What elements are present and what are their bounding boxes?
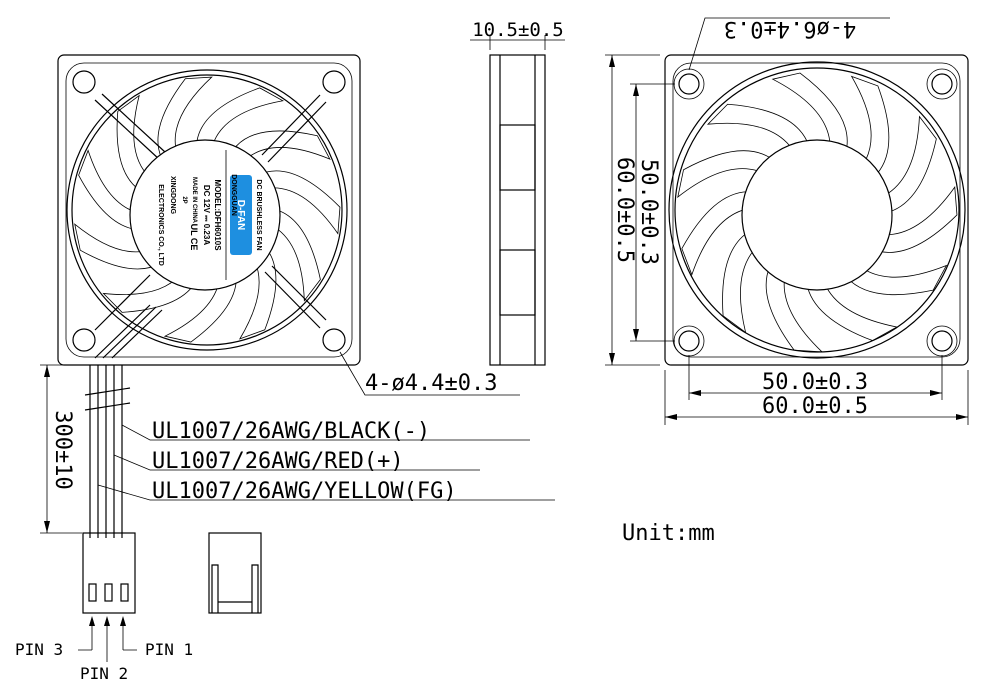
fan-blade xyxy=(78,149,141,231)
fan-blade xyxy=(722,231,756,334)
pin-1-label: PIN 1 xyxy=(145,640,193,659)
thickness-dim: 10.5±0.5 xyxy=(472,19,564,41)
front-view: D-FAN MODEL:DFH6010S DC 12V ⎓ 0.23A MADE… xyxy=(57,54,361,366)
mount-hole xyxy=(72,70,96,94)
hub xyxy=(741,139,893,291)
brand-logo xyxy=(230,175,252,255)
svg-text:DC BRUSHLESS FAN: DC BRUSHLESS FAN xyxy=(255,179,262,250)
fan-blade xyxy=(74,223,162,270)
fan-blade xyxy=(102,274,198,313)
cable-length-dim: 300±10 xyxy=(50,410,75,489)
svg-text:DC 12V ⎓ 0.23A: DC 12V ⎓ 0.23A xyxy=(202,185,211,245)
front-frame-inner xyxy=(65,62,353,358)
svg-text:XINGDONG: XINGDONG xyxy=(169,176,176,215)
wire-exit xyxy=(94,304,163,359)
hole-spacing-h-dim: 50.0±0.3 xyxy=(762,370,868,395)
mount-hole xyxy=(322,70,346,94)
mount-hole xyxy=(72,328,96,352)
svg-text:ELECTRONICS CO., LTD: ELECTRONICS CO., LTD xyxy=(157,184,164,266)
svg-text:D-FAN: D-FAN xyxy=(235,200,246,231)
fan-blade xyxy=(116,94,148,191)
hole-spacing-v-dim: 50.0±0.3 xyxy=(636,159,661,265)
fan-blade xyxy=(235,130,331,160)
fan-blade xyxy=(265,170,341,235)
pin-2-label: PIN 2 xyxy=(80,664,128,683)
wire-label-yellow: UL1007/26AWG/YELLOW(FG) xyxy=(152,479,457,504)
rear-view: 4-ø6.4±0.3 4-ø4.4±0.3 60.0±0.5 50.0±0.3 … xyxy=(339,16,969,425)
fan-blade xyxy=(771,72,848,148)
wire-label-red: UL1007/26AWG/RED(+) xyxy=(152,449,404,474)
front-hole-dim: 4-ø6.4±0.3 xyxy=(724,16,856,41)
unit-label: Unit:mm xyxy=(622,521,715,546)
fan-blades xyxy=(677,72,958,353)
fan-blade xyxy=(846,264,948,296)
fan-blade xyxy=(196,87,285,142)
svg-text:2P: 2P xyxy=(181,196,187,203)
mount-hole xyxy=(322,328,346,352)
frame-struts xyxy=(94,93,327,331)
frame-height-dim: 60.0±0.5 xyxy=(612,157,637,263)
front-fan-opening xyxy=(66,69,348,351)
fan-blade xyxy=(886,115,937,213)
fan-blade xyxy=(806,282,899,341)
svg-text:DONGGUAN: DONGGUAN xyxy=(230,174,237,216)
fan-blade xyxy=(163,273,237,343)
front-frame xyxy=(57,54,361,366)
fan-blades xyxy=(74,76,341,343)
fan-blade xyxy=(765,265,824,353)
connector-side xyxy=(208,532,262,614)
svg-text:MADE IN CHINA: MADE IN CHINA xyxy=(191,177,197,224)
wire-label-black: UL1007/26AWG/BLACK(-) xyxy=(152,419,430,444)
fan-blade xyxy=(677,150,771,199)
hub-label: D-FAN MODEL:DFH6010S DC 12V ⎓ 0.23A MADE… xyxy=(129,139,281,291)
rear-hole-dim: 4-ø4.4±0.3 xyxy=(365,371,497,396)
side-view: 10.5±0.5 xyxy=(470,19,565,366)
pin-3-label: PIN 3 xyxy=(15,640,63,659)
fan-blade xyxy=(681,191,749,276)
svg-text:UL CE: UL CE xyxy=(189,224,199,251)
frame-width-dim: 60.0±0.5 xyxy=(762,394,868,419)
fan-blade xyxy=(157,76,213,158)
fan-blade xyxy=(877,185,958,253)
fan-blade xyxy=(706,103,808,146)
cable: 300±10 UL1007/26AWG/BLACK(-) UL1007/26AW… xyxy=(40,364,555,538)
svg-text:MODEL:DFH6010S: MODEL:DFH6010S xyxy=(213,179,222,251)
connector: PIN 3 PIN 2 PIN 1 xyxy=(15,532,262,683)
fan-blade xyxy=(274,209,321,302)
fan-blade xyxy=(850,75,890,174)
